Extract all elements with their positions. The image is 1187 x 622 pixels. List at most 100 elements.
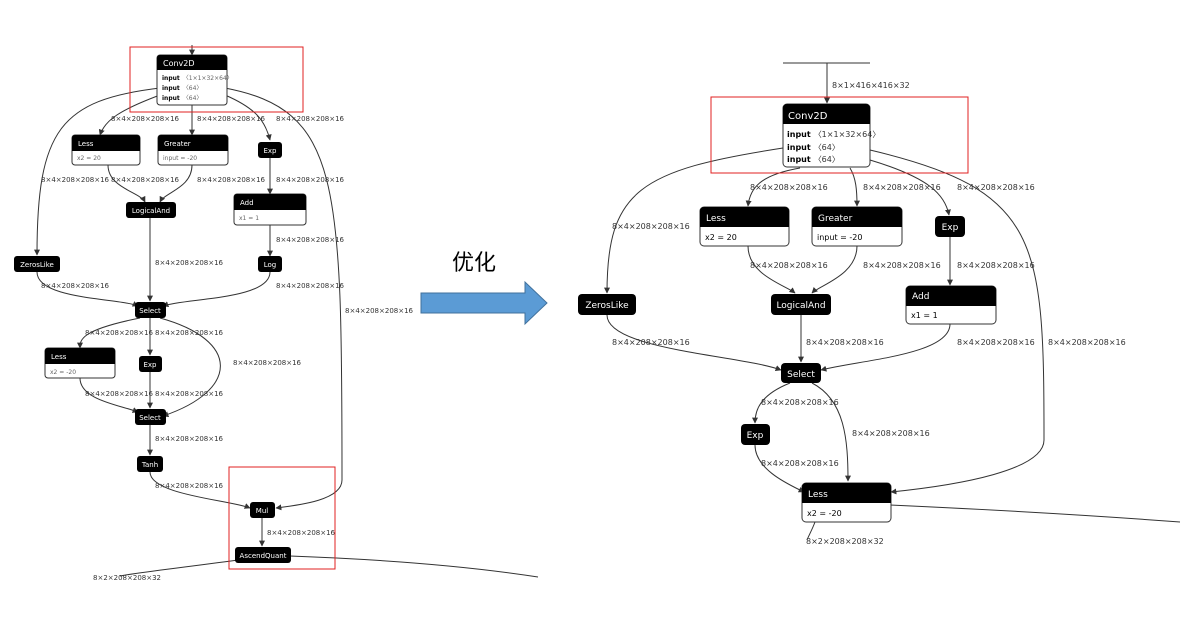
left-node-log[interactable]: Log bbox=[258, 256, 282, 272]
left-label-exp-select: 8×4×208×208×16 bbox=[155, 390, 224, 398]
left-label-mul-quant: 8×4×208×208×16 bbox=[267, 529, 336, 537]
right-nodes: Conv2D input〈1×1×32×64〉 input〈64〉 input〈… bbox=[578, 103, 997, 523]
left-edge-labels: 8×4×208×208×16 8×4×208×208×16 8×4×208×20… bbox=[41, 115, 414, 582]
right-node-exp[interactable]: Exp bbox=[935, 216, 965, 237]
right-label-exp-add: 8×4×208×208×16 bbox=[957, 261, 1035, 270]
left-node-conv2d-attr-1: input〈1×1×32×64〉 bbox=[162, 75, 233, 82]
right-label-and-select: 8×4×208×208×16 bbox=[806, 338, 884, 347]
left-label-greater-and: 8×4×208×208×16 bbox=[197, 176, 266, 184]
left-label-select-exp: 8×4×208×208×16 bbox=[155, 329, 224, 337]
right-label-select-less2: 8×4×208×208×16 bbox=[852, 429, 930, 438]
right-node-conv2d-attr-1: input〈1×1×32×64〉 bbox=[787, 130, 880, 139]
left-node-less-title: Less bbox=[78, 140, 94, 148]
left-label-tanh-mul: 8×4×208×208×16 bbox=[155, 482, 224, 490]
left-node-select-2-title: Select bbox=[139, 414, 161, 422]
right-node-select[interactable]: Select bbox=[781, 363, 821, 383]
left-highlight-mul-quant-box bbox=[228, 466, 336, 570]
right-node-greater[interactable]: Greater input = -20 bbox=[811, 206, 903, 247]
right-node-select-title: Select bbox=[787, 370, 815, 380]
right-edge-exp-less2 bbox=[754, 444, 805, 493]
right-node-conv2d-title: Conv2D bbox=[788, 111, 828, 122]
right-node-less-2[interactable]: Less x2 = -20 bbox=[801, 482, 892, 523]
right-edge-select-less2 bbox=[811, 382, 851, 482]
right-label-conv-less: 8×4×208×208×16 bbox=[750, 183, 828, 192]
right-node-less[interactable]: Less x2 = 20 bbox=[699, 206, 790, 247]
right-label-conv-less2: 8×4×208×208×16 bbox=[1048, 338, 1126, 347]
left-edge-conv-less bbox=[98, 94, 161, 136]
left-node-logicaland-title: LogicalAnd bbox=[132, 207, 170, 215]
left-node-ascendquant-title: AscendQuant bbox=[240, 552, 287, 560]
left-node-less-2[interactable]: Less x2 = -20 bbox=[44, 347, 116, 379]
left-label-add-log: 8×4×208×208×16 bbox=[276, 236, 345, 244]
left-edge-quant-out bbox=[119, 559, 239, 577]
left-node-mul-title: Mul bbox=[256, 507, 268, 515]
left-node-select-2[interactable]: Select bbox=[135, 409, 166, 425]
left-node-exp[interactable]: Exp bbox=[258, 142, 282, 158]
right-node-greater-attr: input = -20 bbox=[817, 233, 862, 242]
left-edge-select-less bbox=[77, 317, 141, 349]
right-edge-labels: 8×1×416×416×32 8×4×208×208×16 8×4×208×20… bbox=[612, 81, 1126, 546]
left-node-conv2d[interactable]: Conv2D input〈1×1×32×64〉 input〈64〉 input〈… bbox=[156, 54, 233, 106]
right-node-less-attr: x2 = 20 bbox=[705, 233, 737, 242]
right-node-conv2d-attr-2: input〈64〉 bbox=[787, 143, 840, 152]
right-edge-less-and bbox=[747, 245, 796, 294]
left-node-add-attr: x1 = 1 bbox=[239, 215, 259, 222]
left-label-conv-less: 8×4×208×208×16 bbox=[111, 115, 180, 123]
left-node-tanh[interactable]: Tanh bbox=[137, 456, 163, 472]
right-label-out: 8×2×208×208×32 bbox=[806, 537, 884, 546]
right-edge-conv-greater bbox=[849, 167, 860, 207]
right-edge-conv-zeros bbox=[604, 147, 784, 294]
left-node-conv2d-title: Conv2D bbox=[163, 59, 195, 68]
right-arrow-icon bbox=[420, 280, 548, 326]
right-edge-conv-less2 bbox=[869, 149, 1045, 495]
left-edge-less-and bbox=[107, 164, 146, 203]
right-label-select-exp: 8×4×208×208×16 bbox=[761, 398, 839, 407]
right-edge-less2-out bbox=[806, 521, 816, 541]
right-node-exp-2[interactable]: Exp bbox=[741, 424, 770, 445]
left-node-greater[interactable]: Greater input = -20 bbox=[157, 134, 229, 166]
left-node-exp-2[interactable]: Exp bbox=[139, 356, 162, 372]
right-edge-select-exp bbox=[752, 382, 791, 424]
left-nodes: Conv2D input〈1×1×32×64〉 input〈64〉 input〈… bbox=[14, 54, 307, 563]
right-node-add-title: Add bbox=[912, 292, 929, 302]
left-node-ascendquant[interactable]: AscendQuant bbox=[235, 547, 291, 563]
transform-indicator: 优化 bbox=[420, 251, 548, 326]
right-label-exp-less2: 8×4×208×208×16 bbox=[761, 459, 839, 468]
left-label-conv-zeros: 8×4×208×208×16 bbox=[41, 176, 110, 184]
right-node-add[interactable]: Add x1 = 1 bbox=[905, 285, 997, 325]
right-highlight-conv2d-box bbox=[710, 96, 969, 174]
right-label-conv-greater: 8×4×208×208×16 bbox=[863, 183, 941, 192]
left-label-quant-out: 8×2×208×208×32 bbox=[93, 574, 161, 582]
right-node-logicaland-title: LogicalAnd bbox=[776, 301, 825, 311]
left-node-mul[interactable]: Mul bbox=[250, 502, 275, 518]
right-label-input: 8×1×416×416×32 bbox=[832, 81, 910, 90]
right-node-zeroslike[interactable]: ZerosLike bbox=[578, 294, 636, 315]
right-label-less-and: 8×4×208×208×16 bbox=[750, 261, 828, 270]
left-label-conv-greater: 8×4×208×208×16 bbox=[197, 115, 266, 123]
left-edge-conv-zeroslike bbox=[34, 87, 161, 256]
left-node-logicaland[interactable]: LogicalAnd bbox=[126, 202, 176, 218]
right-node-add-attr: x1 = 1 bbox=[911, 311, 938, 320]
right-node-logicaland[interactable]: LogicalAnd bbox=[771, 294, 831, 315]
left-node-less-2-title: Less bbox=[51, 353, 67, 361]
left-node-less[interactable]: Less x2 = 20 bbox=[71, 134, 141, 166]
left-edge-conv-exp bbox=[224, 94, 272, 141]
left-label-exp-add: 8×4×208×208×16 bbox=[276, 176, 345, 184]
left-node-exp-2-title: Exp bbox=[143, 361, 157, 369]
right-edges bbox=[604, 62, 1181, 541]
left-node-add[interactable]: Add x1 = 1 bbox=[233, 193, 307, 226]
left-label-less-select: 8×4×208×208×16 bbox=[85, 390, 154, 398]
right-node-exp-title: Exp bbox=[942, 223, 959, 233]
right-edge-conv-exp bbox=[869, 159, 951, 216]
left-edge-greater-and bbox=[159, 164, 193, 203]
left-label-conv-mul: 8×4×208×208×16 bbox=[345, 307, 414, 315]
left-node-add-title: Add bbox=[240, 199, 254, 207]
right-node-conv2d[interactable]: Conv2D input〈1×1×32×64〉 input〈64〉 input〈… bbox=[782, 103, 880, 168]
left-node-zeroslike[interactable]: ZerosLike bbox=[14, 256, 60, 272]
left-node-zeroslike-title: ZerosLike bbox=[20, 261, 54, 269]
left-node-select-1[interactable]: Select bbox=[135, 302, 166, 318]
left-label-select-select: 8×4×208×208×16 bbox=[233, 359, 302, 367]
left-edge-zeros-select bbox=[36, 271, 139, 307]
left-edge-log-select bbox=[162, 271, 271, 307]
left-label-zeros-select: 8×4×208×208×16 bbox=[41, 282, 110, 290]
